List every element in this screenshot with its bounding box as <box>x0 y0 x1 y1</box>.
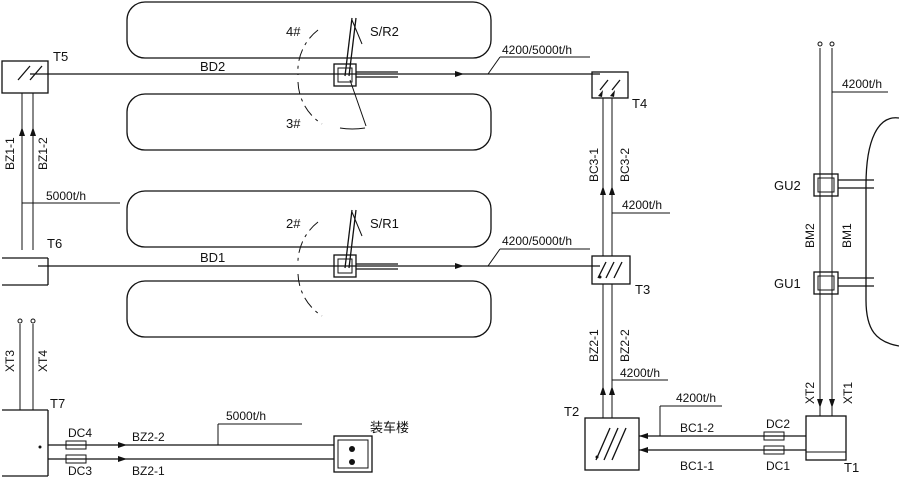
label-bc1-1: BC1-1 <box>680 459 714 473</box>
label-xt1: XT1 <box>841 382 855 404</box>
transfer-tower-t4 <box>591 71 629 99</box>
label-sr2: S/R2 <box>370 24 399 39</box>
stacker-reclaimer-sr2 <box>297 17 398 130</box>
label-t3: T3 <box>635 282 650 297</box>
transfer-tower-t1 <box>805 415 847 461</box>
transfer-tower-t3 <box>591 255 631 285</box>
label-yard-4: 4# <box>286 24 301 39</box>
label-capacity-bc3: 4200t/h <box>622 198 662 212</box>
label-bd1: BD1 <box>200 250 225 265</box>
label-t4: T4 <box>632 96 647 111</box>
label-capacity-bc1: 4200t/h <box>676 391 716 405</box>
unloader-gu1 <box>813 271 874 295</box>
ship-hull <box>865 117 899 347</box>
label-bc1-2: BC1-2 <box>680 421 714 435</box>
label-bc3-2: BC3-2 <box>618 148 632 182</box>
label-bz1-2: BZ1-2 <box>36 137 50 170</box>
label-sr1: S/R1 <box>370 216 399 231</box>
stockpile-1 <box>126 280 492 338</box>
label-t1: T1 <box>844 460 859 475</box>
label-dc4: DC4 <box>68 426 92 440</box>
belt-bz2-vertical <box>600 284 668 418</box>
diagram-labels: T5 BD2 BD1 4# 3# 2# S/R2 S/R1 4200/5000t… <box>3 24 882 478</box>
label-capacity-bz2-vertical: 4200t/h <box>620 366 660 380</box>
label-gu2: GU2 <box>774 178 801 193</box>
label-xt4: XT4 <box>36 350 50 372</box>
transfer-tower-t7 <box>2 409 49 477</box>
label-capacity-bz2: 5000t/h <box>226 409 266 423</box>
label-xt3: XT3 <box>3 350 17 372</box>
rail-xt3-xt4 <box>17 318 36 410</box>
unloader-gu2 <box>813 173 874 197</box>
stockpile-2 <box>126 190 492 248</box>
label-bz2-2-vertical: BZ2-2 <box>618 329 632 362</box>
belt-bc3 <box>600 98 670 256</box>
label-capacity-bd1: 4200/5000t/h <box>502 234 572 248</box>
label-bd2: BD2 <box>200 59 225 74</box>
label-xt2: XT2 <box>803 382 817 404</box>
yard-belt-bd2 <box>30 56 600 77</box>
stockpile-4 <box>126 1 492 59</box>
label-t7: T7 <box>50 396 65 411</box>
label-loading-station: 装车楼 <box>370 420 409 435</box>
train-loading-station <box>333 435 373 473</box>
label-bc3-1: BC3-1 <box>587 148 601 182</box>
label-bz1-1: BZ1-1 <box>3 137 17 170</box>
label-bm2: BM2 <box>803 223 817 248</box>
belt-bz2 <box>48 423 334 464</box>
label-bm1: BM1 <box>840 223 854 248</box>
label-capacity-bz1: 5000t/h <box>46 189 86 203</box>
stockpile-3 <box>126 93 492 151</box>
label-gu1: GU1 <box>774 276 801 291</box>
label-capacity-bd2: 4200/5000t/h <box>502 43 572 57</box>
label-t6: T6 <box>47 236 62 251</box>
transfer-tower-t2 <box>584 417 640 471</box>
label-t2: T2 <box>564 404 579 419</box>
label-bz2-1-vertical: BZ2-1 <box>587 329 601 362</box>
label-t5: T5 <box>53 49 68 64</box>
label-capacity-bm: 4200t/h <box>842 77 882 91</box>
label-dc3: DC3 <box>68 464 92 478</box>
stacker-reclaimer-sr1 <box>297 209 398 317</box>
belt-bc1 <box>639 405 806 455</box>
label-bz2-1: BZ2-1 <box>132 464 165 478</box>
label-dc1: DC1 <box>766 459 790 473</box>
label-yard-2: 2# <box>286 216 301 231</box>
belt-bm <box>817 41 888 416</box>
label-yard-3: 3# <box>286 116 301 131</box>
stockyard-piles <box>126 1 492 338</box>
yard-belt-bd1 <box>38 248 600 269</box>
label-dc2: DC2 <box>766 417 790 431</box>
transfer-tower-t6 <box>2 257 49 286</box>
label-bz2-2: BZ2-2 <box>132 430 165 444</box>
transfer-tower-t5 <box>1 60 120 250</box>
